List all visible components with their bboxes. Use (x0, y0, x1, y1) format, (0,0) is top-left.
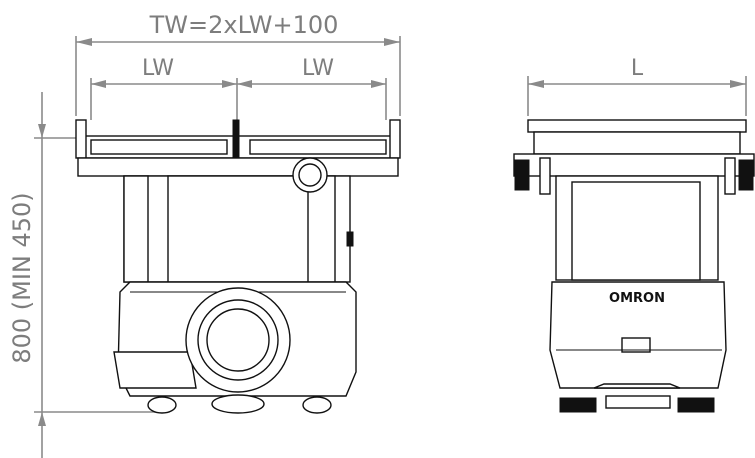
height-dimension: 800 (MIN 450) (8, 92, 160, 458)
total-width-dimension: TW=2xLW+100 (75, 11, 401, 116)
front-wheel-left (559, 397, 597, 413)
front-logo: OMRON (609, 291, 665, 306)
right-lane-width-label: LW (302, 56, 334, 81)
front-conveyor-top (527, 119, 747, 133)
side-wheel-rear (302, 396, 332, 414)
side-wheel-front (147, 396, 177, 414)
lane-width-dimensions: LW LW (90, 56, 387, 120)
front-base-body (549, 281, 727, 389)
front-view-robot: OMRON (513, 119, 755, 413)
side-view-robot (75, 119, 401, 414)
front-wheel-right (677, 397, 715, 413)
height-label: 800 (MIN 450) (8, 192, 36, 363)
left-lane-width-label: LW (142, 56, 174, 81)
length-dimension: L (527, 56, 747, 116)
total-width-label: TW=2xLW+100 (149, 11, 339, 39)
length-label: L (631, 56, 644, 81)
side-wheel-middle (211, 394, 265, 414)
